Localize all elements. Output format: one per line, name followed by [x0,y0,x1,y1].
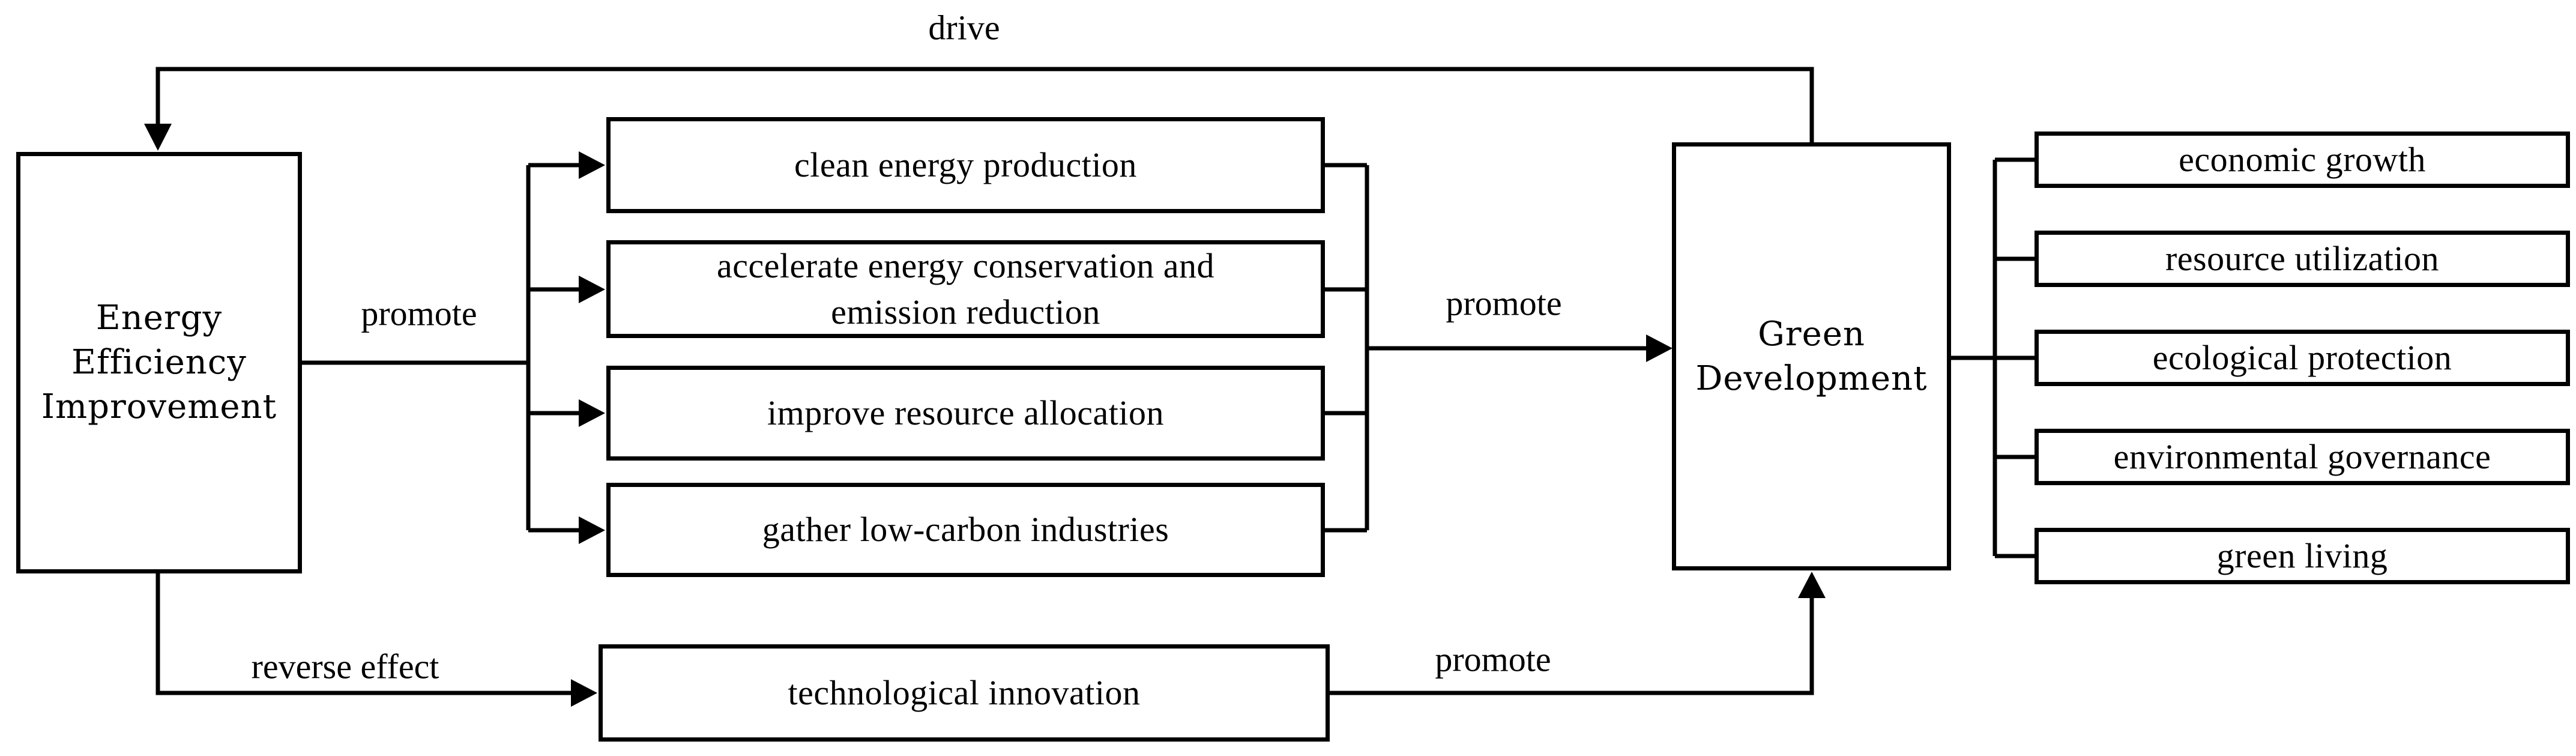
promote-distributor-path [302,151,605,544]
node-green-development: Green Development [1672,142,1951,570]
outcomes-bracket-path [1951,157,2035,558]
node-energy-efficiency-improvement: Energy Efficiency Improvement [16,152,302,573]
drive-path [144,67,1814,151]
reverse-effect-path [155,573,597,707]
mediator-promote-path [1330,572,1826,695]
arrowhead-down-icon [144,124,172,151]
edge-label-reverse-effect: reverse effect [251,647,439,686]
arrowhead-right-icon [571,679,597,707]
node-economic-growth: economic growth [2035,132,2570,188]
node-ecological-protection: ecological protection [2035,330,2570,386]
edge-label-promote-mediator: promote [1435,640,1551,679]
edge-label-promote-target: promote [1446,283,1562,323]
node-energy-conservation-emission-reduction: accelerate energy conservation and emiss… [606,240,1325,338]
arrowhead-up-icon [1798,572,1826,598]
node-improve-resource-allocation: improve resource allocation [606,366,1325,461]
arrowhead-right-icon [579,399,605,427]
node-technological-innovation: technological innovation [599,644,1330,742]
arrowhead-right-icon [1646,334,1673,362]
node-environmental-governance: environmental governance [2035,429,2570,485]
node-gather-low-carbon-industries: gather low-carbon industries [606,483,1325,577]
arrowhead-right-icon [579,276,605,303]
node-clean-energy-production: clean energy production [606,117,1325,213]
collector-promote-path [1325,163,1673,533]
node-resource-utilization: resource utilization [2035,231,2570,287]
edge-label-promote-pathways: promote [361,294,477,333]
edge-label-drive: drive [928,8,1000,47]
arrowhead-right-icon [579,516,605,544]
node-green-living: green living [2035,528,2570,584]
arrowhead-right-icon [579,151,605,179]
